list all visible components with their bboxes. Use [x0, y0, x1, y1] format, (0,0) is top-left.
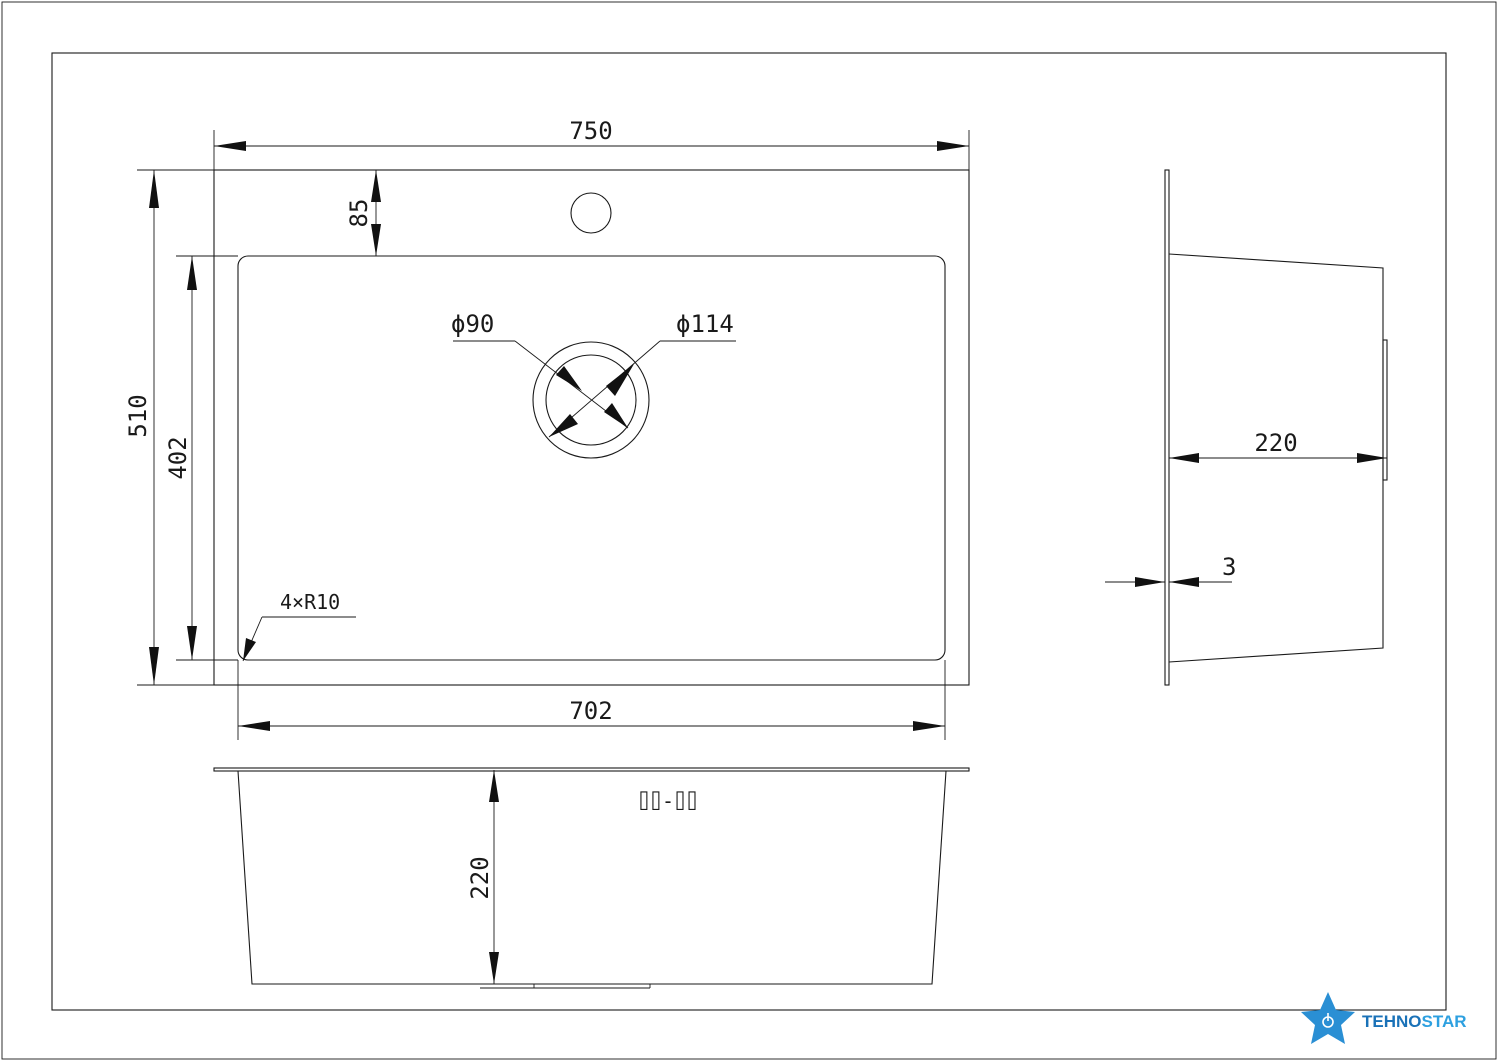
dim-750-label: 750: [569, 117, 612, 145]
dim-220-front-label: 220: [466, 856, 494, 899]
dim-85-label: 85: [345, 199, 373, 228]
side-rim: [1164, 169, 1170, 686]
logo-text-part1: TEHNO: [1362, 1012, 1422, 1031]
drain-outer-circle: [532, 341, 650, 459]
logo-text-part2: STAR: [1422, 1012, 1467, 1031]
dim-510-label: 510: [124, 394, 152, 437]
dim-702-label: 702: [569, 697, 612, 725]
tehnostar-logo: TEHNOSTAR: [1301, 992, 1467, 1044]
drawing-frame: [51, 52, 1447, 1011]
deck-outline: [213, 169, 970, 686]
model-marking: ⌷⌷-⌷⌷: [638, 789, 698, 813]
side-view: 220 3: [1105, 169, 1388, 686]
front-bowl-outline: [237, 770, 947, 985]
dim-radius-label: 4×R10: [280, 590, 340, 614]
dim-402-label: 402: [164, 436, 192, 479]
drain-inner-circle: [545, 354, 637, 446]
dim-phi90-label: ϕ90: [451, 310, 494, 338]
side-drain-stub: [1382, 339, 1388, 481]
faucet-hole: [570, 192, 612, 234]
dim-phi114-label: ϕ114: [676, 310, 734, 338]
dim-220-side-label: 220: [1254, 429, 1297, 457]
logo-text: TEHNOSTAR: [1362, 1012, 1467, 1031]
top-view: 750 85 510 402 702 ϕ90 ϕ114: [124, 117, 970, 740]
front-view: 220 ⌷⌷-⌷⌷: [213, 767, 970, 989]
bowl-outline: [237, 255, 946, 661]
dim-3-label: 3: [1222, 553, 1236, 581]
front-rim: [213, 767, 970, 772]
